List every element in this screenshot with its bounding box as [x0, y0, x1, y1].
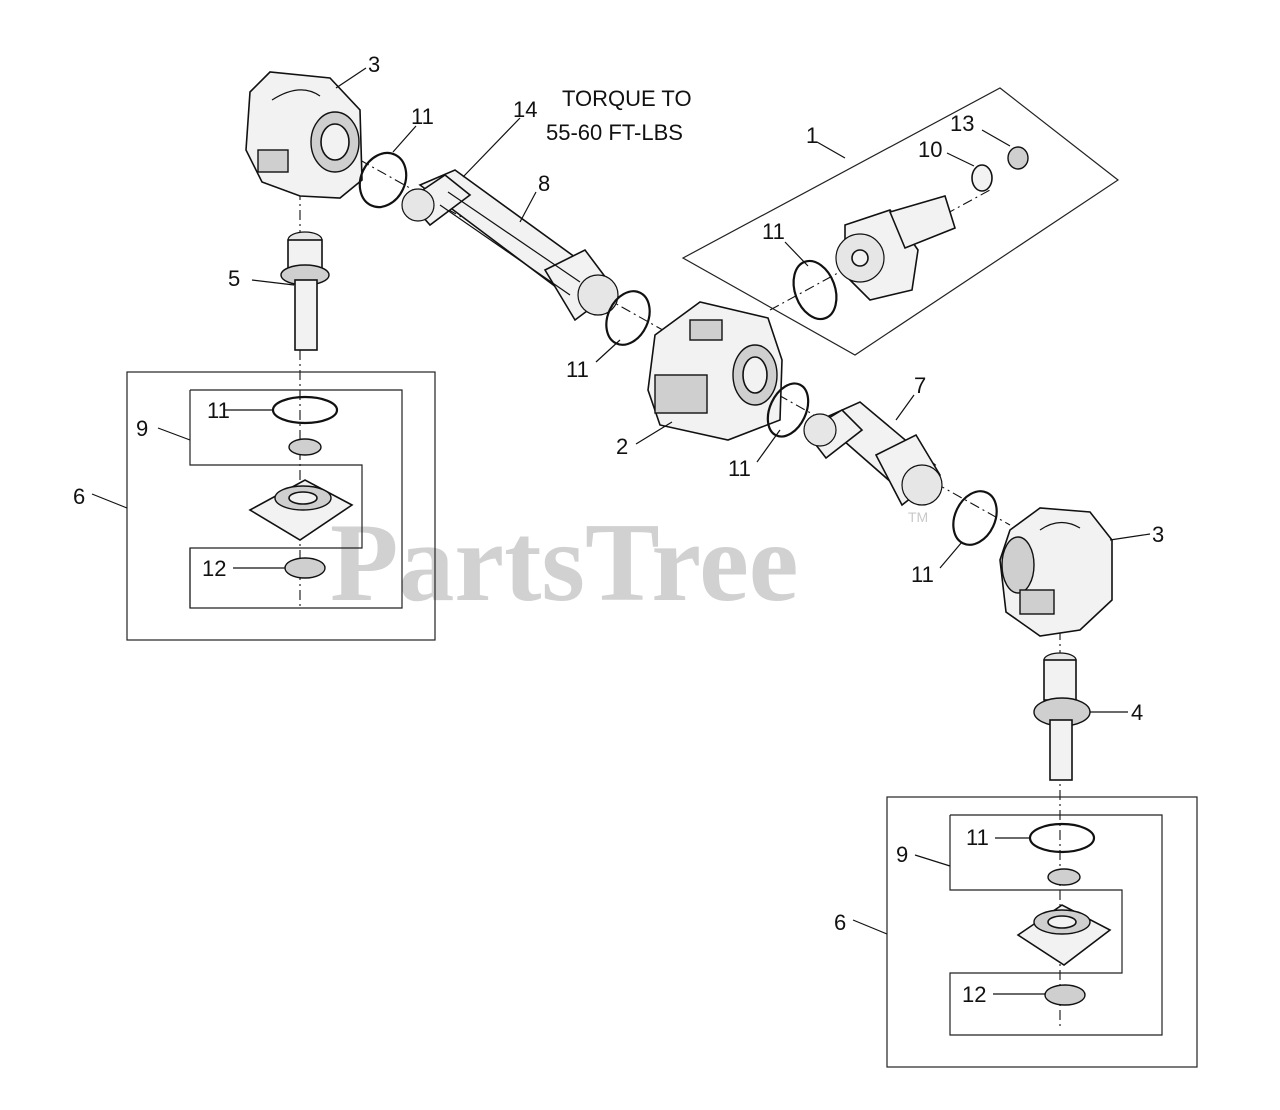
callout-1: 1: [806, 123, 818, 148]
oring-left-kit: [271, 395, 339, 425]
callout-11-upper: 11: [411, 104, 434, 129]
oring-11-c: [792, 259, 838, 321]
callout-6-left: 6: [73, 484, 85, 509]
callout-4: 4: [1131, 700, 1143, 725]
oring-11-a: [358, 151, 408, 209]
callout-3-lower: 3: [1152, 522, 1164, 547]
callout-11-left-kit: 11: [207, 398, 230, 423]
washer-10: [971, 164, 993, 192]
bearing-12-right: [1044, 984, 1086, 1006]
callout-11-pinion: 11: [762, 219, 785, 244]
bearing-12-left: [284, 557, 326, 579]
kit-box-6-right: [886, 796, 1198, 1068]
torque-note-line2: 55-60 FT-LBS: [546, 120, 683, 145]
callout-11-center: 11: [728, 456, 751, 481]
bearing-flange-left: [248, 479, 354, 541]
gear-housing-upper: [245, 71, 363, 199]
callout-5: 5: [228, 266, 240, 291]
callout-2: 2: [616, 434, 628, 459]
seal-left-kit: [288, 438, 322, 456]
callout-3-upper: 3: [368, 52, 380, 77]
shaft-tube-long: [401, 169, 619, 322]
callout-9-left: 9: [136, 416, 148, 441]
callout-11-lower: 11: [911, 562, 934, 587]
oring-right-kit: [1028, 822, 1096, 854]
watermark: PartsTree: [330, 501, 799, 625]
kit-box-9-right: [949, 814, 1163, 1036]
callout-10: 10: [918, 137, 942, 162]
kit-box-6-left: [126, 371, 436, 641]
callout-9-right: 9: [896, 842, 908, 867]
shaft-tube-short: [803, 401, 943, 507]
gear-housing-lower: [999, 507, 1113, 637]
callout-8: 8: [538, 171, 550, 196]
callout-6-right: 6: [834, 910, 846, 935]
callout-11-right-kit: 11: [966, 825, 989, 850]
watermark-tm: TM: [908, 509, 928, 525]
callout-7: 7: [914, 373, 926, 398]
seal-13: [1007, 146, 1029, 170]
callout-14: 14: [513, 97, 537, 122]
callout-12-right: 12: [962, 982, 986, 1007]
bearing-flange-right: [1016, 904, 1112, 966]
callout-11-mid: 11: [566, 357, 589, 382]
pinion-shaft-upper: [280, 231, 330, 351]
pinion-shaft-lower: [1033, 652, 1091, 781]
seal-right-kit: [1047, 868, 1081, 886]
pinion-assembly: [835, 195, 956, 301]
callout-13: 13: [950, 111, 974, 136]
torque-note-line1: TORQUE TO: [562, 86, 692, 111]
kit-box-1: [681, 87, 1120, 356]
center-gear-housing: [647, 301, 783, 441]
callout-12-left: 12: [202, 556, 226, 581]
oring-11-e: [952, 490, 998, 546]
